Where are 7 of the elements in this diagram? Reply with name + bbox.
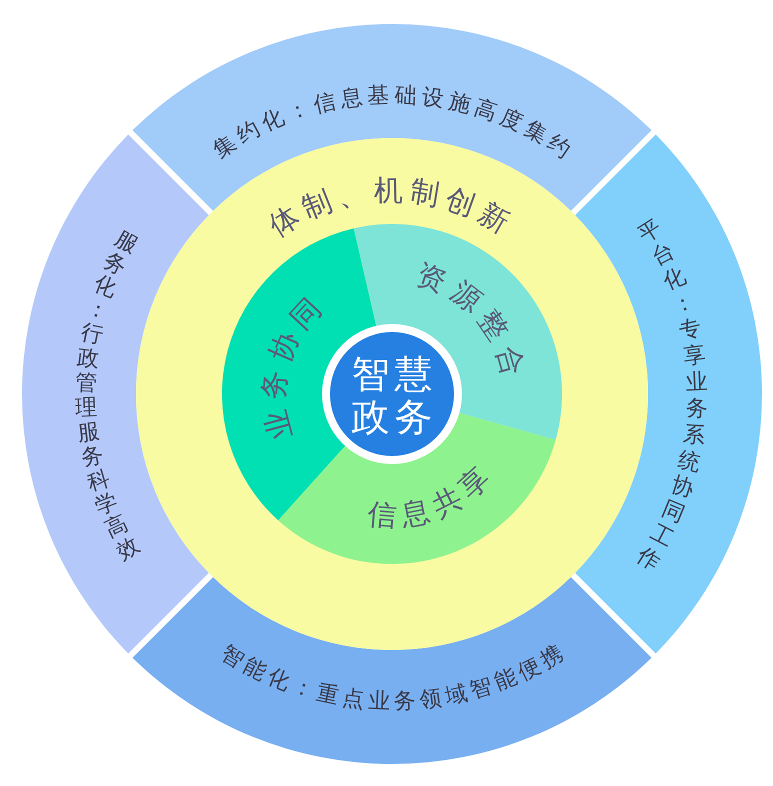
sector-label: 信息共享 bbox=[366, 460, 496, 533]
segment-label: 平台化：专享业务系统协同工作 bbox=[632, 215, 708, 576]
segment-label: 服务化：行政管理服务科学高效 bbox=[74, 226, 144, 566]
sector-label: 业务协同 bbox=[256, 292, 328, 443]
segment-label: 智能化：重点业务领域智能便携 bbox=[216, 640, 568, 715]
segment-label: 集约化：信息基础设施高度集约 bbox=[209, 83, 575, 164]
band-label: 体制、机制创新 bbox=[262, 172, 516, 244]
